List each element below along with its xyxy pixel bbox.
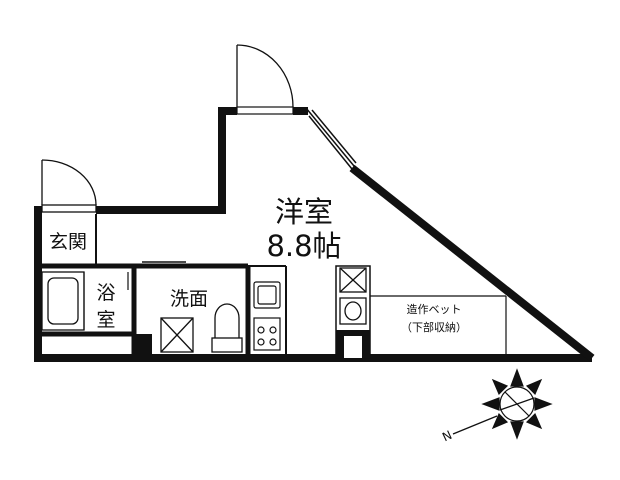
top-threshold xyxy=(236,106,294,115)
basin-pillar-inner xyxy=(344,336,362,358)
bath-door-line xyxy=(83,272,129,330)
storage-x xyxy=(339,267,367,293)
entrance-door xyxy=(41,159,97,213)
bed-label-line1: 造作ベット xyxy=(407,302,462,316)
top-door xyxy=(236,44,294,108)
wash-basin xyxy=(339,297,367,325)
western-room-size: 8.8帖 xyxy=(266,229,341,263)
diagonal-window xyxy=(305,107,357,170)
washroom-label: 洗面 xyxy=(170,288,208,310)
kitchen xyxy=(253,281,281,351)
built-in-bed xyxy=(370,295,507,354)
interior-walls xyxy=(38,214,371,359)
bathtub xyxy=(41,271,85,331)
north-label: N xyxy=(440,428,454,444)
compass-rose xyxy=(452,368,553,440)
toilet xyxy=(211,303,243,353)
western-room-name: 洋室 xyxy=(275,195,333,229)
bath-label-line1: 浴 xyxy=(96,282,115,304)
bed-label-line2: （下部収納） xyxy=(401,320,467,334)
bath-label-line2: 室 xyxy=(96,309,115,331)
laundry-pan xyxy=(160,317,194,353)
entrance-label: 玄関 xyxy=(49,231,87,253)
wash-pillar xyxy=(134,334,152,358)
